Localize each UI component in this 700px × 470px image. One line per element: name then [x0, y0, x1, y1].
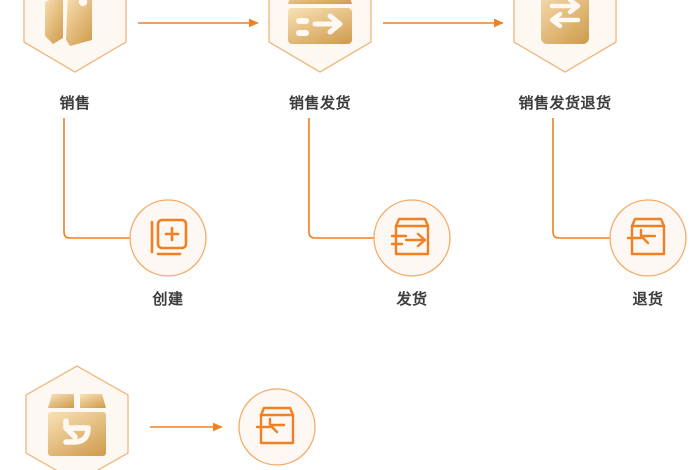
- label-sales: 销售: [59, 95, 91, 112]
- circle-return[interactable]: [609, 199, 687, 277]
- connector-return-to-returnaction: [552, 118, 631, 243]
- label-sales-shipment-return: 销售发货退货: [518, 95, 612, 112]
- clipboard-exchange-icon: [541, 0, 589, 44]
- connector-shipment-to-ship: [308, 118, 395, 243]
- connector-sales-to-create: [63, 118, 151, 243]
- box-arrow-out-icon: [390, 217, 430, 256]
- circle-ship[interactable]: [373, 199, 451, 277]
- box-return-icon: [255, 406, 295, 445]
- circle-return-bottom[interactable]: [238, 388, 316, 466]
- box-return-icon: [626, 217, 666, 256]
- badge-sales-shipment[interactable]: [268, 0, 372, 73]
- badge-sales-shipment-return[interactable]: [513, 0, 617, 73]
- label-create: 创建: [152, 291, 184, 308]
- box-return-solid-icon: [48, 394, 106, 456]
- badge-sales[interactable]: [23, 0, 127, 73]
- copy-plus-icon: [150, 218, 188, 256]
- label-ship: 发货: [396, 291, 428, 308]
- label-return: 退货: [632, 291, 664, 308]
- circle-create[interactable]: [129, 199, 207, 277]
- label-sales-shipment: 销售发货: [288, 95, 352, 112]
- price-tags-icon: [45, 0, 92, 46]
- badge-return-box[interactable]: [25, 365, 129, 470]
- box-arrow-right-icon: [288, 0, 352, 44]
